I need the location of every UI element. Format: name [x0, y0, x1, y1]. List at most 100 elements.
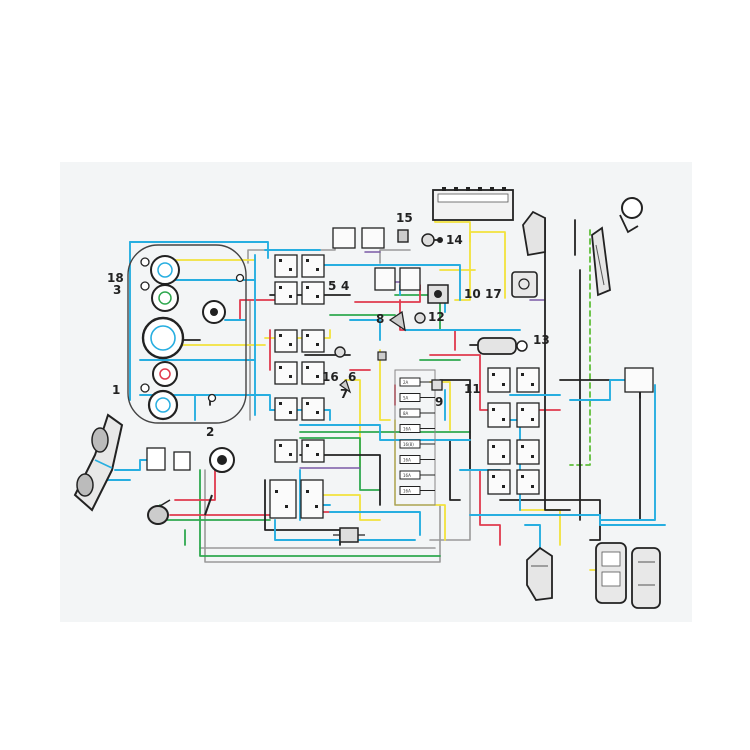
fuse-label: 2A	[403, 380, 409, 385]
warning-lamp	[140, 281, 150, 291]
callout-18: 18	[107, 271, 124, 285]
switch-box	[269, 479, 297, 519]
switch-box	[274, 281, 298, 305]
callout-4: 4	[341, 279, 349, 293]
switch-box	[487, 439, 511, 465]
switch-box	[516, 469, 540, 495]
small-connector	[235, 273, 245, 283]
component-7	[339, 378, 352, 394]
warning-lamp	[140, 383, 150, 393]
sensor-15	[397, 229, 409, 243]
switch-box	[301, 281, 325, 305]
headlight-assembly	[73, 413, 124, 512]
callout-11: 11	[464, 382, 481, 396]
cluster-housing	[127, 244, 247, 424]
regulator-17	[511, 271, 538, 298]
fuse-box-outline	[394, 369, 436, 506]
callout-16: 16	[322, 370, 339, 384]
callout-5: 5	[328, 279, 336, 293]
switch-box	[487, 469, 511, 495]
switch-box	[301, 439, 325, 463]
switch-box	[301, 254, 325, 278]
fuse-label: 16(8)	[403, 442, 414, 447]
gauge-18-inner	[157, 262, 173, 278]
switch-box	[332, 227, 356, 249]
callout-8: 8	[376, 312, 384, 326]
gauge-small-inner	[159, 368, 171, 380]
dashed-green-wire	[569, 229, 591, 466]
switch-box	[274, 397, 298, 421]
connector-block	[173, 451, 191, 471]
fuse-label: 16A	[403, 458, 411, 463]
fuse-label: 16A	[403, 473, 411, 478]
rear-light-upper	[522, 210, 546, 257]
switch-box	[374, 267, 396, 291]
gauge-18	[150, 255, 180, 285]
switch-box	[516, 439, 540, 465]
switch-box	[274, 329, 298, 353]
battery	[432, 187, 514, 221]
callout-12: 12	[428, 310, 445, 324]
switch-box	[274, 361, 298, 385]
speedometer-ring	[150, 325, 176, 351]
switch-box	[487, 402, 511, 428]
sensor-14	[421, 233, 443, 247]
fuse-box: 2A 5A 8A 16A 16(8) 16A 16A 16A	[394, 369, 436, 506]
horn	[147, 499, 171, 525]
component-10	[427, 284, 449, 304]
gauge-1	[147, 389, 179, 421]
component-8	[388, 310, 406, 332]
callout-10: 10	[464, 287, 481, 301]
callout-17: 17	[485, 287, 502, 301]
switch-box	[361, 227, 385, 249]
fuse-label: 5A	[403, 396, 409, 401]
switch-box	[516, 367, 540, 393]
fuse-label: 8A	[403, 411, 409, 416]
starter-13	[477, 337, 528, 355]
gauge-small	[152, 361, 178, 387]
bottom-connector	[333, 527, 365, 543]
switch-box	[301, 329, 325, 353]
callout-14: 14	[446, 233, 463, 247]
small-connector	[207, 393, 217, 403]
green-wires	[159, 294, 471, 557]
callout-2: 2	[206, 425, 214, 439]
connector-block	[146, 447, 166, 471]
gauge-3-inner	[158, 291, 172, 305]
component-6	[377, 351, 387, 361]
callout-6: 6	[348, 370, 356, 384]
callout-9: 9	[435, 395, 443, 409]
callout-13: 13	[533, 333, 550, 347]
switch-box	[301, 397, 325, 421]
rear-light-left	[526, 546, 553, 601]
instrument-cluster	[127, 244, 247, 424]
switch-box	[274, 439, 298, 463]
switch-box	[274, 254, 298, 278]
callout-3: 3	[113, 283, 121, 297]
switch-box	[624, 367, 654, 393]
component-9	[431, 379, 443, 391]
siren	[619, 197, 643, 234]
component-12	[414, 312, 426, 324]
callout-1: 1	[112, 383, 120, 397]
component-16	[334, 346, 346, 358]
ignition-switch	[204, 447, 235, 516]
rear-light-right	[631, 547, 661, 609]
fuse-label: 16A	[403, 489, 411, 494]
switch-box	[487, 367, 511, 393]
warning-lamp	[140, 257, 150, 267]
fuse-label: 16A	[403, 427, 411, 432]
right-lamp-unit	[591, 226, 611, 297]
rear-light-cluster	[595, 542, 627, 604]
round-switch-center	[210, 308, 218, 316]
callout-7: 7	[340, 387, 348, 401]
callout-15: 15	[396, 211, 413, 225]
gauge-1-inner	[155, 397, 171, 413]
speedometer-gauge	[141, 316, 185, 360]
switch-box	[399, 267, 421, 291]
box-pins	[275, 259, 534, 508]
switch-box	[301, 361, 325, 385]
callout-labels: 18 3 1 2 5 4 8 16 6 7 15 14 10 17 12 13 …	[107, 211, 550, 439]
switch-box	[300, 479, 324, 519]
